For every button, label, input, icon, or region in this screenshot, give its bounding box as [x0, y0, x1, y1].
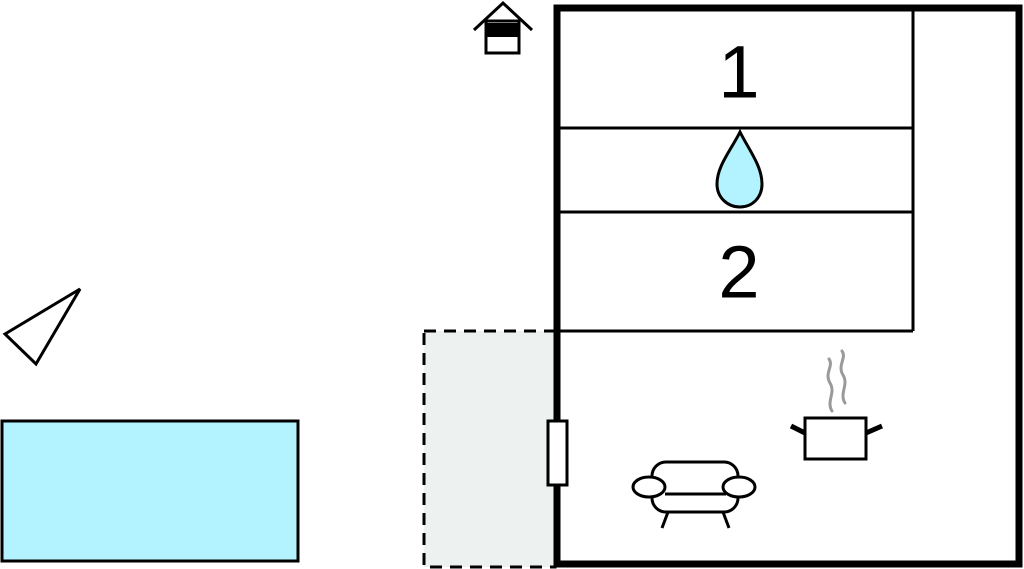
room-walls	[557, 8, 915, 333]
water-drop-icon	[715, 128, 764, 209]
sofa-icon	[631, 460, 757, 529]
swimming-pool	[0, 419, 300, 563]
building-outline	[553, 4, 1023, 568]
terrace-area	[422, 329, 557, 569]
room-label-1: 1	[718, 31, 759, 114]
door	[546, 419, 569, 487]
room-label-2: 2	[718, 231, 759, 314]
direction-triangle-icon	[2, 287, 82, 367]
entrance-house-icon	[472, 0, 534, 55]
cooking-pot-icon	[789, 349, 884, 461]
